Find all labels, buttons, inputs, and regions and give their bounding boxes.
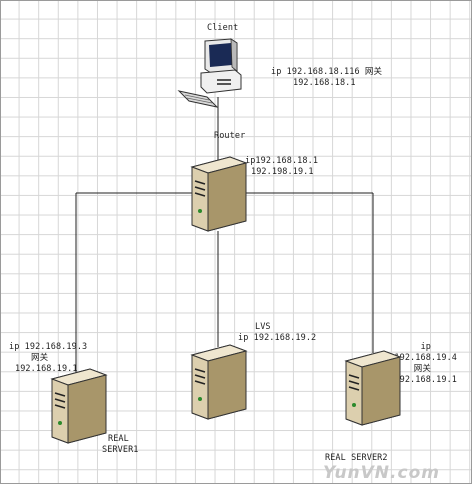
lvs-server-icon	[190, 344, 248, 420]
server2-name: REAL SERVER2	[325, 453, 388, 463]
server1-ip: ip 192.168.19.3	[9, 342, 88, 352]
server2-ip-info: ip 192.168.19.4 网关 192.168.19.1	[394, 342, 457, 386]
server2-ip-label: ip	[420, 342, 431, 352]
server1-gw-label: 网关	[31, 353, 49, 363]
client-computer-icon	[177, 38, 242, 108]
server2-gw: 192.168.19.1	[394, 375, 457, 385]
server1-name-line1: REAL	[108, 434, 129, 444]
client-ip: ip 192.168.18.116 网关	[271, 67, 383, 77]
server2-gw-label: 网关	[413, 364, 431, 374]
server2-ip: 192.168.19.4	[394, 353, 457, 363]
server1-name-line2: SERVER1	[102, 445, 139, 455]
lvs-label: LVS	[255, 322, 271, 332]
server1-icon	[50, 368, 108, 444]
lvs-ip: ip 192.168.19.2	[238, 333, 317, 343]
client-ip-info: ip 192.168.18.116 网关 192.168.18.1	[271, 67, 382, 89]
router-ip-info: ip192.168.18.1 192.198.19.1	[245, 156, 318, 178]
server2-icon	[344, 350, 402, 426]
client-label: Client	[207, 23, 239, 33]
client-gateway: 192.168.18.1	[293, 78, 356, 88]
router-server-icon	[190, 156, 248, 232]
router-ip-2: 192.198.19.1	[251, 167, 314, 177]
server1-name: REAL SERVER1	[102, 434, 139, 456]
router-label: Router	[214, 131, 246, 141]
router-ip-1: ip192.168.18.1	[245, 156, 319, 166]
server1-gw: 192.168.19.1	[15, 364, 78, 374]
watermark-text: YunVN.com	[323, 463, 440, 483]
server1-ip-info: ip 192.168.19.3 网关 192.168.19.1	[9, 342, 87, 375]
